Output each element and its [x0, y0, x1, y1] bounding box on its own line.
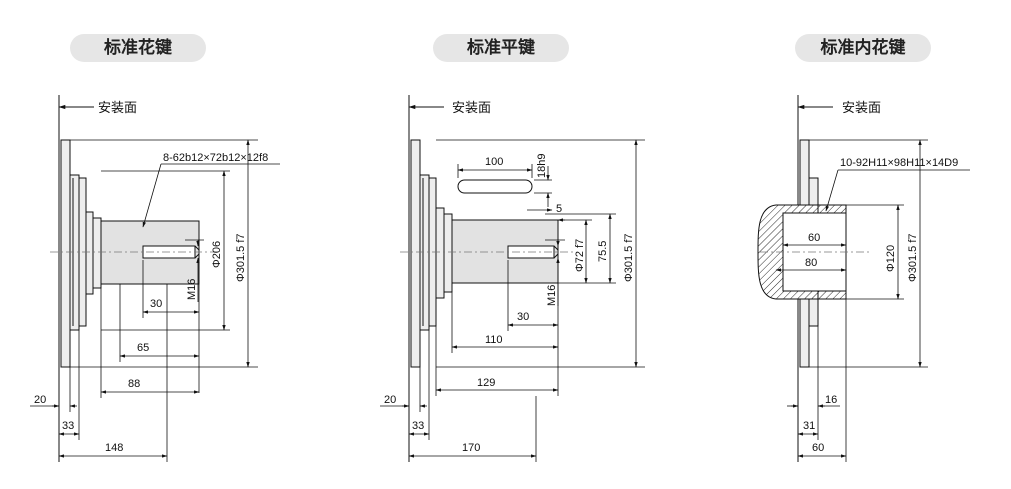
mount-face-label: 安装面	[842, 101, 881, 116]
dim-129: 129	[477, 377, 495, 389]
dim-88: 88	[128, 378, 140, 390]
dim-30: 30	[517, 311, 529, 323]
dim-60-total: 60	[812, 442, 824, 454]
dim-shaft-diameter: Φ72 f7	[574, 239, 586, 272]
dim-31: 31	[803, 420, 815, 432]
dim-110: 110	[485, 334, 503, 346]
dim-16: 16	[825, 394, 837, 406]
dim-65: 65	[137, 342, 149, 354]
mount-face-label: 安装面	[98, 101, 137, 116]
title-standard-spline: 标准花键	[70, 34, 206, 62]
dim-30: 30	[150, 298, 162, 310]
dim-outer-diameter: Φ301.5 f7	[907, 233, 919, 282]
title-standard-internal-spline: 标准内花键	[795, 34, 931, 62]
key-width: 18h9	[536, 154, 548, 178]
thread-size: M16	[186, 279, 198, 300]
dim-outer-diameter: Φ301.5 f7	[623, 233, 635, 282]
dim-5: 5	[556, 203, 562, 215]
dim-bore-diameter: Φ120	[885, 245, 897, 272]
dim-33: 33	[62, 420, 74, 432]
key-length: 100	[485, 156, 503, 168]
mount-face-label: 安装面	[452, 101, 491, 116]
dim-148: 148	[105, 442, 123, 454]
dim-33: 33	[412, 420, 424, 432]
drawing-standard-internal-spline: 安装面 60 80 10-92H11×98H11×14D9 Φ120 Φ301.…	[757, 95, 970, 462]
drawing-standard-flat-key: 安装面 100 18h9 5 Φ301.5 f7 Φ72 f7	[380, 95, 645, 462]
dim-80: 80	[805, 257, 817, 269]
spline-spec: 10-92H11×98H11×14D9	[840, 157, 958, 169]
drawing-standard-spline: 安装面 Φ301.5 f7 Φ206 8-62b12×72b12×12f8 M1…	[30, 95, 280, 462]
dim-75-5: 75.5	[597, 241, 609, 262]
dim-170: 170	[462, 442, 480, 454]
dim-outer-diameter: Φ301.5 f7	[235, 233, 247, 282]
dim-shaft-diameter: Φ206	[211, 241, 223, 268]
title-standard-flat-key: 标准平键	[433, 34, 569, 62]
spline-spec: 8-62b12×72b12×12f8	[163, 152, 268, 164]
dim-20: 20	[384, 394, 396, 406]
dim-20: 20	[34, 394, 46, 406]
dim-60: 60	[808, 232, 820, 244]
thread-size: M16	[546, 285, 558, 306]
